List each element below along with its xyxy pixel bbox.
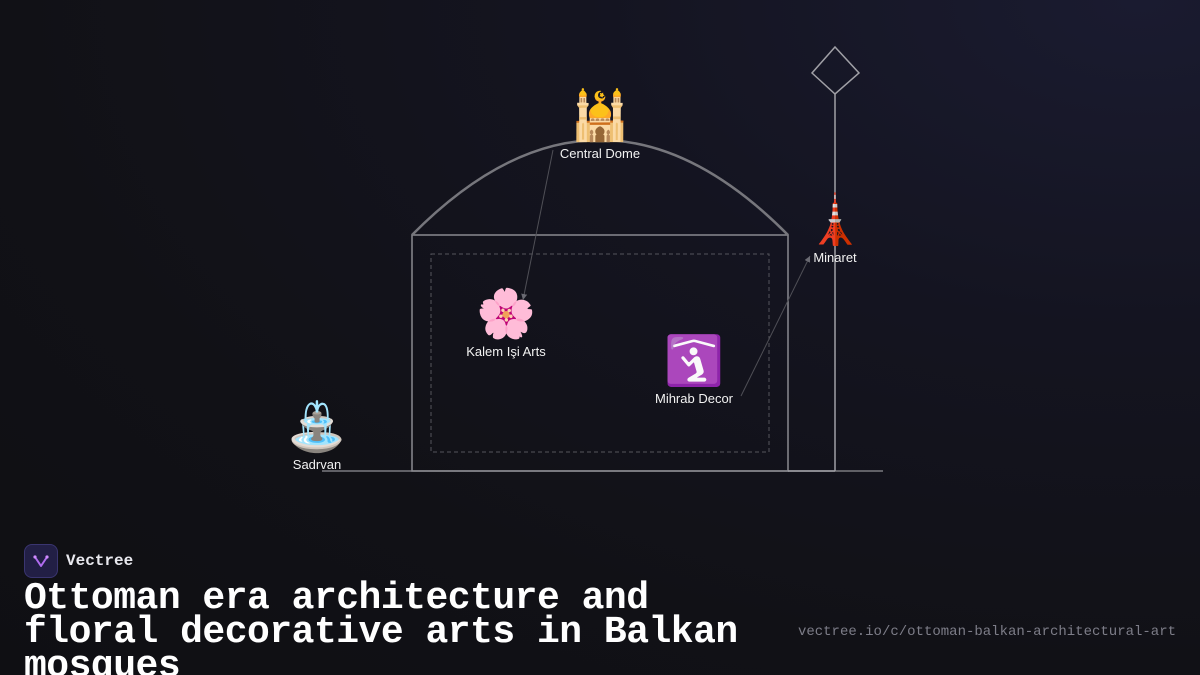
node-label: Minaret (813, 250, 857, 265)
node-minaret[interactable]: 🗼 Minaret (755, 192, 915, 265)
node-label: Central Dome (559, 146, 641, 161)
brand-name: Vectree (66, 552, 134, 570)
fountain-icon: ⛲ (287, 399, 347, 455)
node-mihrab[interactable]: 🛐 Mihrab Decor (614, 333, 774, 406)
tower-icon: 🗼 (805, 192, 865, 248)
node-central-dome[interactable]: 🕌 Central Dome (520, 88, 680, 161)
minaret-finial (810, 45, 861, 96)
node-label: Mihrab Decor (654, 391, 734, 406)
page-title: Ottoman era architecture and floral deco… (24, 577, 738, 675)
interior-dashed-outline (430, 253, 770, 453)
flower-icon: 🌸 (476, 286, 536, 342)
dome-outline (411, 138, 789, 236)
node-label: Kalem Işi Arts (466, 344, 546, 359)
node-sadrvan[interactable]: ⛲ Sadrvan (237, 399, 397, 472)
connection-dome-to-kalem (521, 149, 554, 301)
prayer-hall-outline (411, 234, 789, 472)
source-url[interactable]: vectree.io/c/ottoman-balkan-architectura… (797, 624, 1176, 640)
minaret-outline (788, 94, 835, 471)
node-kalem-isi[interactable]: 🌸 Kalem Işi Arts (426, 286, 586, 359)
node-label: Sadrvan (292, 457, 342, 472)
brand: Vectree (24, 544, 133, 578)
connection-mihrab-to-minaret (740, 255, 811, 397)
vectree-logo-icon (24, 544, 58, 578)
mosque-icon: 🕌 (570, 88, 630, 144)
prayer-icon: 🛐 (664, 333, 724, 389)
